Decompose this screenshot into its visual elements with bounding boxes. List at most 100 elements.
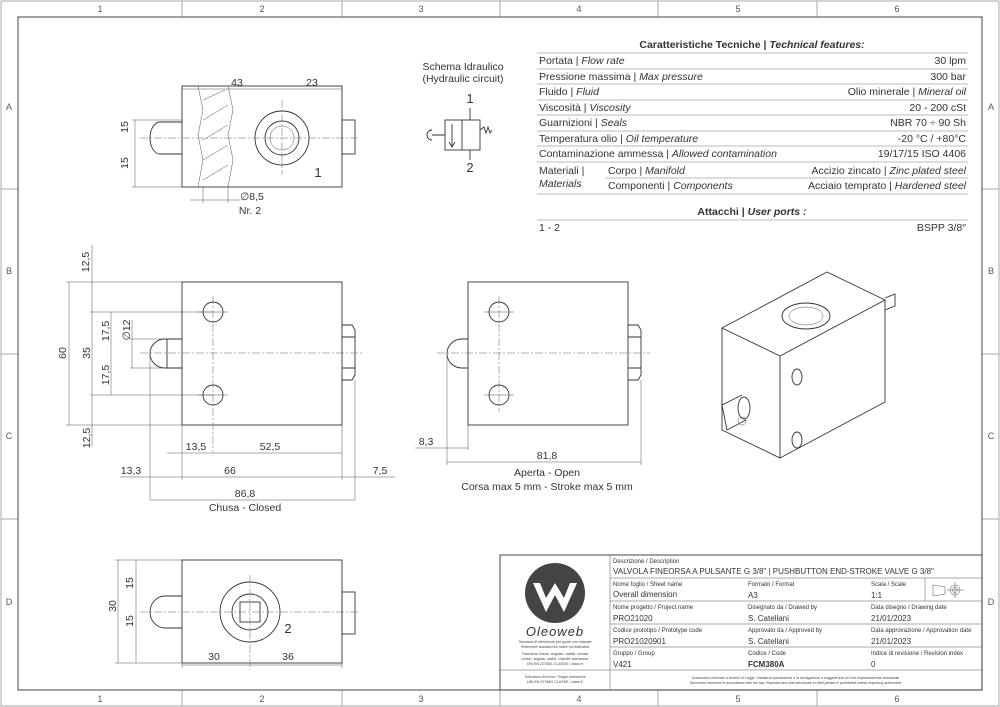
grid-row-a-right: A	[988, 102, 994, 112]
tech-value-viscosity: 20 - 200 cSt	[909, 102, 966, 114]
technical-features-table: Caratteristiche Tecniche | Technical fea…	[537, 39, 968, 234]
dim-12-5-bottom: 12,5	[81, 428, 93, 449]
group-value: V421	[613, 660, 632, 669]
grid-col-5-bottom: 5	[735, 694, 740, 704]
projection-symbol-icon	[932, 582, 964, 598]
dim-23: 23	[306, 77, 318, 89]
revision-value: 0	[871, 660, 876, 669]
grid-col-6: 6	[894, 4, 899, 14]
grid-col-3: 3	[418, 4, 423, 14]
project-value: PRO21020	[613, 614, 653, 623]
tech-value-contamination: 19/17/15 ISO 4406	[878, 148, 966, 160]
dim-13-5: 13,5	[186, 441, 207, 453]
standard-note-it: Standard di riferimento per quote non in…	[519, 640, 592, 644]
drawn-by-label: Disegnato da / Drawed by	[748, 605, 817, 611]
dim-15-lower: 15	[124, 615, 136, 627]
dim-17-5-lower: 17,5	[100, 365, 112, 386]
dim-17-5-upper: 17,5	[100, 321, 112, 342]
sheet-value: Overall dimension	[613, 590, 677, 599]
tech-value-max-pressure: 300 bar	[930, 71, 966, 83]
top-view: 43 23 15 15 ∅8,5 Nr. 2 1	[119, 77, 360, 217]
drawn-by-value: S. Catellani	[748, 614, 789, 623]
material-manifold-value: Accizio zincato | Zinc plated steel	[812, 165, 967, 177]
drawing-date-value: 21/01/2023	[871, 614, 912, 623]
port-1-label: 1	[314, 165, 321, 180]
front-view-open: 8,3 81,8 Aperta - Open Corsa max 5 mm - …	[415, 281, 650, 493]
ports-title: Attacchi | User ports :	[697, 206, 806, 218]
grid-col-6-bottom: 6	[894, 694, 899, 704]
dim-12-5-top: 12,5	[80, 252, 92, 273]
grid-row-c: C	[6, 431, 13, 441]
approved-by-value: S. Catellani	[748, 637, 789, 646]
scale-label: Scala / Scale	[871, 582, 907, 588]
tech-row-oil-temperature: Temperatura olio | Oil temperature	[539, 133, 698, 145]
tech-row-viscosity: Viscosità | Viscosity	[539, 102, 631, 114]
scale-value: 1:1	[871, 591, 883, 600]
isometric-view	[721, 271, 896, 459]
dim-43: 43	[231, 77, 243, 89]
revision-label: Indice di revisione / Revision index	[871, 651, 963, 657]
hole-count: Nr. 2	[239, 205, 261, 217]
dim-30-vertical: 30	[107, 600, 119, 612]
dim-30-horizontal: 30	[208, 651, 220, 663]
dim-60: 60	[57, 347, 69, 359]
tolerance-note-1: Tolleranze lineari, angolari, radiali, s…	[522, 652, 589, 656]
drawing-date-label: Data disegno / Drawing date	[871, 605, 947, 611]
dim-15-upper: 15	[124, 577, 136, 589]
tech-row-max-pressure: Pressione massima | Max pressure	[539, 71, 703, 83]
approved-by-label: Approvato da / Approved by	[748, 628, 822, 634]
dim-7-5: 7,5	[373, 465, 388, 477]
dim-15-lower: 15	[119, 157, 131, 169]
format-value: A3	[748, 591, 758, 600]
closed-caption: Chusa - Closed	[209, 502, 282, 514]
shape-tolerance-1: Tolleranze di forma / Shape tolerances	[524, 675, 586, 679]
grid-col-1-bottom: 1	[97, 694, 102, 704]
tech-value-fluid: Olio minerale | Mineral oil	[848, 86, 967, 98]
tech-title: Caratteristiche Tecniche | Technical fea…	[639, 39, 864, 51]
grid-row-d-right: D	[988, 597, 995, 607]
group-label: Gruppo / Group	[613, 651, 655, 657]
approval-date-label: Data approvazione / Approvation date	[871, 628, 972, 634]
material-components-value: Acciaio temprato | Hardened steel	[808, 180, 967, 192]
grid-col-4-bottom: 4	[576, 694, 581, 704]
grid-row-b: B	[6, 266, 12, 276]
tech-row-contamination: Contaminazione ammessa | Allowed contami…	[539, 148, 777, 160]
schema-port-1: 1	[466, 91, 473, 106]
hydraulic-schema: Schema Idraulico (Hydraulic circuit) 1 2	[422, 61, 503, 175]
dim-36: 36	[282, 651, 294, 663]
grid-col-3-bottom: 3	[418, 694, 423, 704]
code-label: Codice / Code	[748, 651, 787, 657]
grid-row-b-right: B	[988, 266, 994, 276]
dim-52-5: 52,5	[260, 441, 281, 453]
tolerance-note-2: Linear, angular, radial, chamfer toleran…	[522, 657, 589, 661]
open-caption: Aperta - Open	[514, 467, 580, 479]
prototype-label: Codice prototipo / Prototype code	[613, 628, 703, 634]
grid-col-4: 4	[576, 4, 581, 14]
stroke-caption: Corsa max 5 mm - Stroke max 5 mm	[461, 481, 633, 493]
sheet-label: Nome foglio / Sheet name	[613, 582, 683, 588]
material-manifold: Corpo | Manifold	[608, 165, 686, 177]
ports-name: 1 - 2	[539, 222, 560, 234]
tech-value-seals: NBR 70 ÷ 90 Sh	[890, 117, 966, 129]
dim-81-8: 81,8	[537, 450, 558, 462]
tolerance-note-3: UNI EN 22768/1 CLASSE / class m	[527, 662, 584, 666]
tech-value-flow-rate: 30 lpm	[934, 55, 966, 67]
tech-value-oil-temperature: -20 °C / +80°C	[898, 133, 967, 145]
material-components: Componenti | Components	[608, 180, 733, 192]
schema-port-2: 2	[466, 160, 473, 175]
dim-15-upper: 15	[119, 121, 131, 133]
dim-66: 66	[224, 465, 236, 477]
legal-notice-en: Document reserved in accordance with the…	[690, 681, 902, 685]
bottom-view: 30 15 15 2 30 36	[107, 559, 360, 670]
front-view-closed: 12,5 60 35 17,5 17,5 ∅12 12,5 13,5 52,5 …	[57, 245, 395, 514]
hole-diameter: ∅8,5	[240, 191, 264, 203]
port-2-label: 2	[284, 621, 291, 636]
dim-8-3: 8,3	[419, 436, 434, 448]
legal-notice-it: Documento riservato a termini di Legge. …	[692, 676, 900, 680]
shape-tolerance-2: UNI EN 22768/2 CLASSE / class K	[527, 680, 584, 684]
ports-value: BSPP 3/8"	[917, 222, 966, 234]
format-label: Formato / Format	[748, 582, 795, 588]
oleoweb-logo: Oleoweb	[525, 563, 585, 639]
grid-col-1: 1	[97, 4, 102, 14]
